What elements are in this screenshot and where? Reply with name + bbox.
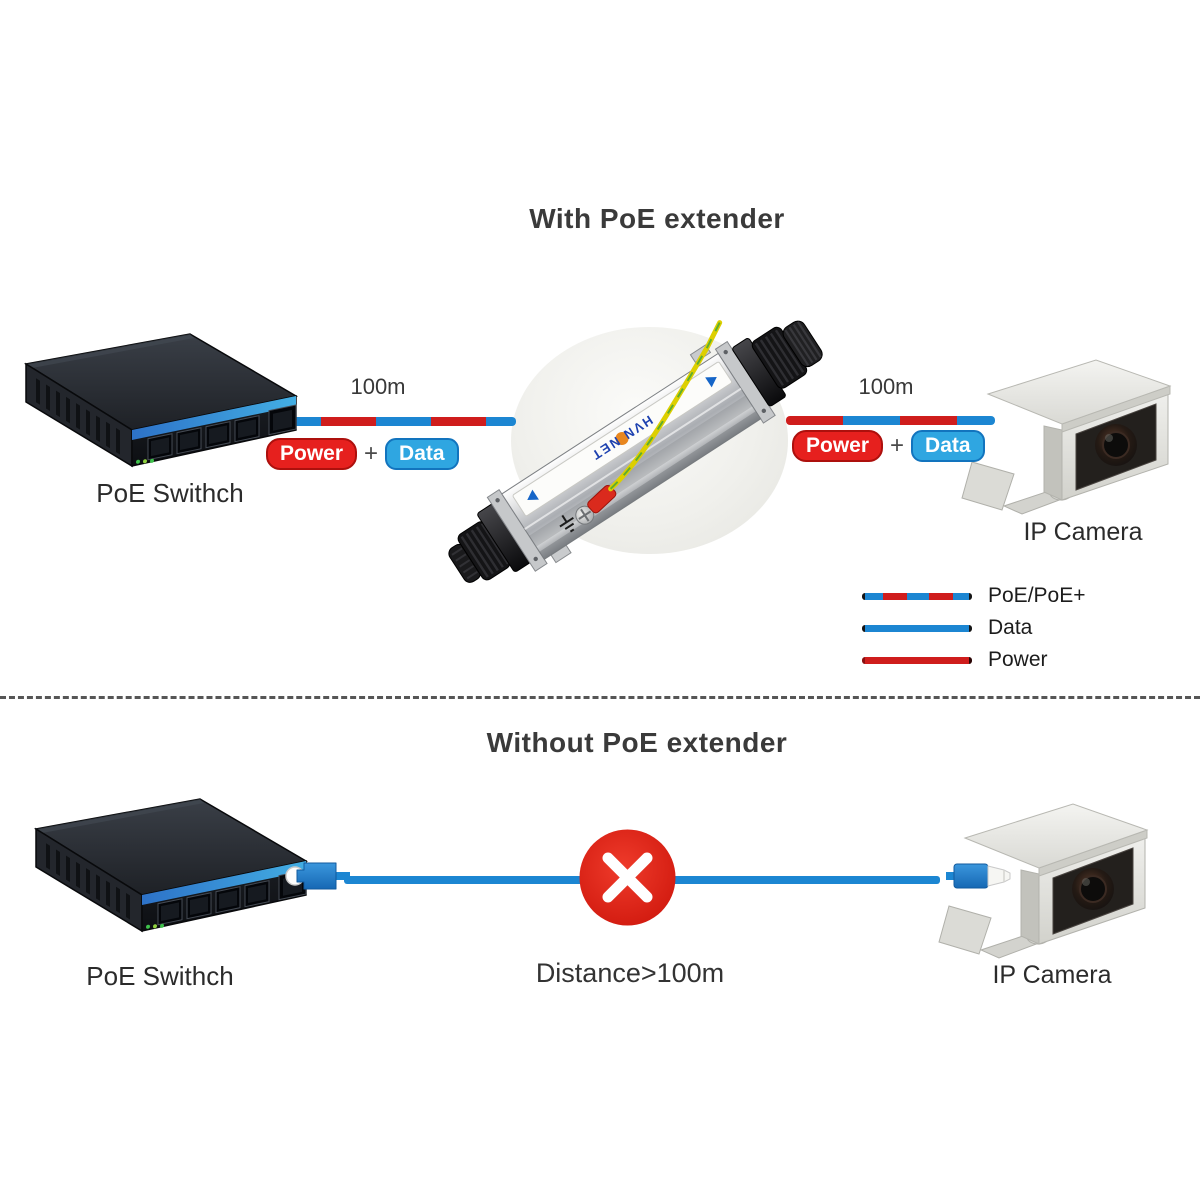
data-badge: Data bbox=[385, 438, 459, 471]
poe-cable-right bbox=[786, 416, 995, 425]
legend-line-poe bbox=[862, 592, 972, 600]
plus-sign: + bbox=[890, 432, 905, 460]
section-title-with-extender: With PoE extender bbox=[529, 203, 785, 234]
poe-cable-left bbox=[266, 417, 516, 426]
camera-sunshield bbox=[986, 359, 1172, 425]
section-title-without-extender: Without PoE extender bbox=[486, 727, 788, 758]
data-badge: Data bbox=[911, 430, 985, 463]
legend-row-data: Data bbox=[862, 615, 1085, 641]
ip-camera-label: IP Camera bbox=[992, 961, 1112, 989]
not-allowed-icon bbox=[579, 829, 676, 926]
distance-warning-label: Distance>100m bbox=[535, 958, 725, 988]
plus-sign: + bbox=[364, 440, 379, 468]
switch-vent-slots bbox=[36, 378, 120, 455]
legend-line-power bbox=[862, 656, 972, 664]
legend-line-data bbox=[862, 624, 972, 632]
poe-switch-illustration-top bbox=[23, 333, 299, 468]
extender-arrow-left-icon bbox=[527, 489, 539, 501]
switch-leds bbox=[136, 458, 154, 464]
ip-camera-label: IP Camera bbox=[1023, 518, 1143, 546]
switch-blue-stripe bbox=[132, 396, 296, 440]
switch-ports bbox=[147, 404, 297, 461]
power-badge: Power bbox=[792, 430, 884, 463]
legend-row-poe: PoE/PoE+ bbox=[862, 583, 1085, 609]
extender-arrow-right-icon bbox=[705, 376, 717, 388]
legend-label: Power bbox=[988, 648, 1048, 671]
poe-switch-illustration-bottom bbox=[33, 798, 309, 933]
switch-blue-stripe bbox=[142, 861, 306, 905]
cable-left-legend: Power + Data bbox=[266, 438, 459, 471]
switch-vent-slots bbox=[46, 843, 130, 920]
legend-row-power: Power bbox=[862, 647, 1085, 673]
rj45-plug-left bbox=[285, 862, 350, 890]
poe-switch-label: PoE Swithch bbox=[96, 478, 244, 508]
extender-logo-globe bbox=[615, 432, 629, 446]
cable-right-legend: Power + Data bbox=[792, 430, 985, 463]
cable-distance-label: 100m bbox=[350, 374, 406, 399]
camera-sunshield bbox=[963, 803, 1149, 869]
switch-leds bbox=[146, 923, 164, 929]
section-divider bbox=[0, 696, 1200, 699]
legend-label: PoE/PoE+ bbox=[988, 584, 1086, 607]
rj45-plug-right bbox=[946, 863, 1011, 889]
poe-switch-label: PoE Swithch bbox=[86, 961, 234, 991]
poe-extender-illustration: HVN NET bbox=[448, 320, 823, 583]
ground-symbol-icon bbox=[559, 514, 575, 533]
ip-camera-illustration-bottom bbox=[938, 803, 1149, 959]
legend: PoE/PoE+ Data Power bbox=[862, 583, 1085, 673]
legend-label: Data bbox=[988, 616, 1033, 639]
ip-camera-illustration-top bbox=[961, 359, 1172, 515]
cable-distance-label: 100m bbox=[858, 374, 914, 399]
power-badge: Power bbox=[266, 438, 358, 471]
